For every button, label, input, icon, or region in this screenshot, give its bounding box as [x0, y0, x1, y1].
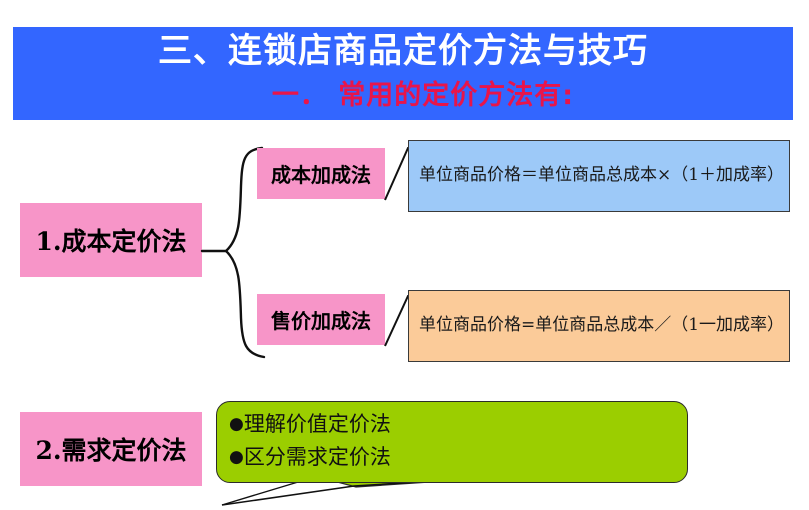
node-cost-pricing: 1.成本定价法 — [20, 203, 202, 277]
page-title: 三、连锁店商品定价方法与技巧 — [158, 31, 648, 71]
callout-demand-methods: ●理解价值定价法 ●区分需求定价法 — [216, 401, 688, 483]
list-item-label: 理解价值定价法 — [243, 412, 391, 436]
title-banner: 三、连锁店商品定价方法与技巧 一． 常用的定价方法有: — [13, 27, 793, 120]
node-price-plus-method: 售价加成法 — [257, 294, 385, 345]
curly-brace-connector — [200, 146, 266, 359]
page-subtitle: 一． 常用的定价方法有: — [271, 80, 575, 111]
list-item-label: 区分需求定价法 — [243, 445, 391, 469]
node-cost-plus-method: 成本加成法 — [257, 148, 385, 199]
node-demand-pricing: 2.需求定价法 — [20, 412, 202, 486]
bullet-icon: ● — [229, 447, 244, 467]
bullet-icon: ● — [229, 414, 244, 434]
formula-cost-plus: 单位商品价格＝单位商品总成本×（1＋加成率） — [408, 140, 790, 212]
list-item: ●理解价值定价法 — [229, 408, 687, 441]
formula-price-plus: 单位商品价格=单位商品总成本／（1一加成率） — [408, 290, 790, 362]
list-item: ●区分需求定价法 — [229, 441, 687, 474]
